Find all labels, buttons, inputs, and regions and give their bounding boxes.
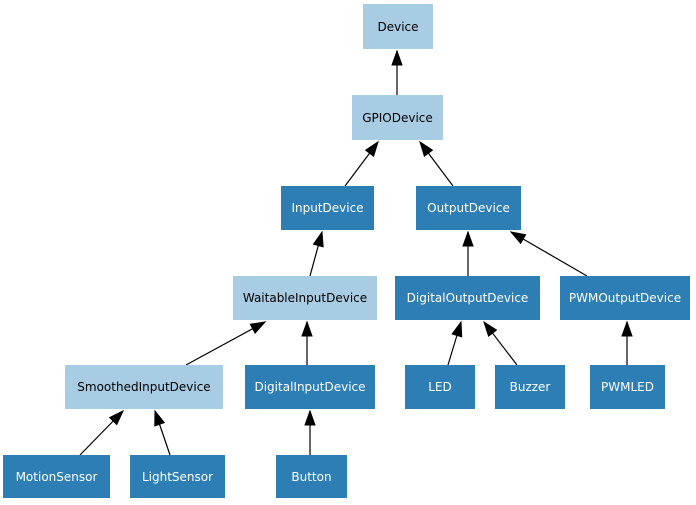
class-node-LED: LED	[405, 365, 475, 409]
class-node-PWMLED: PWMLED	[590, 365, 665, 409]
class-node-InputDevice: InputDevice	[281, 186, 374, 230]
class-node-MotionSensor: MotionSensor	[3, 455, 110, 498]
class-node-LightSensor: LightSensor	[130, 455, 225, 498]
class-node-Device: Device	[363, 4, 433, 49]
class-node-DigitalInputDevice: DigitalInputDevice	[245, 365, 375, 409]
class-node-Button: Button	[276, 455, 347, 498]
class-node-WaitableInputDevice: WaitableInputDevice	[233, 276, 377, 320]
class-node-DigitalOutputDevice: DigitalOutputDevice	[395, 276, 540, 320]
class-node-OutputDevice: OutputDevice	[416, 186, 521, 230]
class-node-Buzzer: Buzzer	[495, 365, 565, 409]
class-node-GPIODevice: GPIODevice	[352, 95, 443, 140]
class-node-SmoothedInputDevice: SmoothedInputDevice	[65, 365, 223, 409]
class-node-PWMOutputDevice: PWMOutputDevice	[560, 276, 690, 320]
